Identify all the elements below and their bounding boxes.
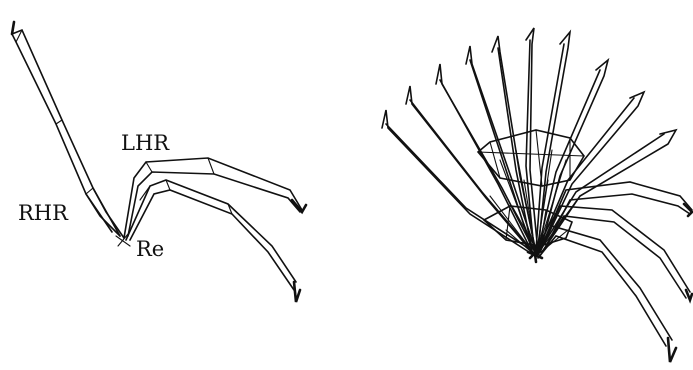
label-rhr: RHR	[18, 201, 69, 225]
right-panel	[382, 28, 692, 362]
label-re: Re	[136, 237, 164, 261]
label-lhr: LHR	[121, 131, 170, 155]
left-panel: LHR RHR Re	[12, 22, 306, 302]
